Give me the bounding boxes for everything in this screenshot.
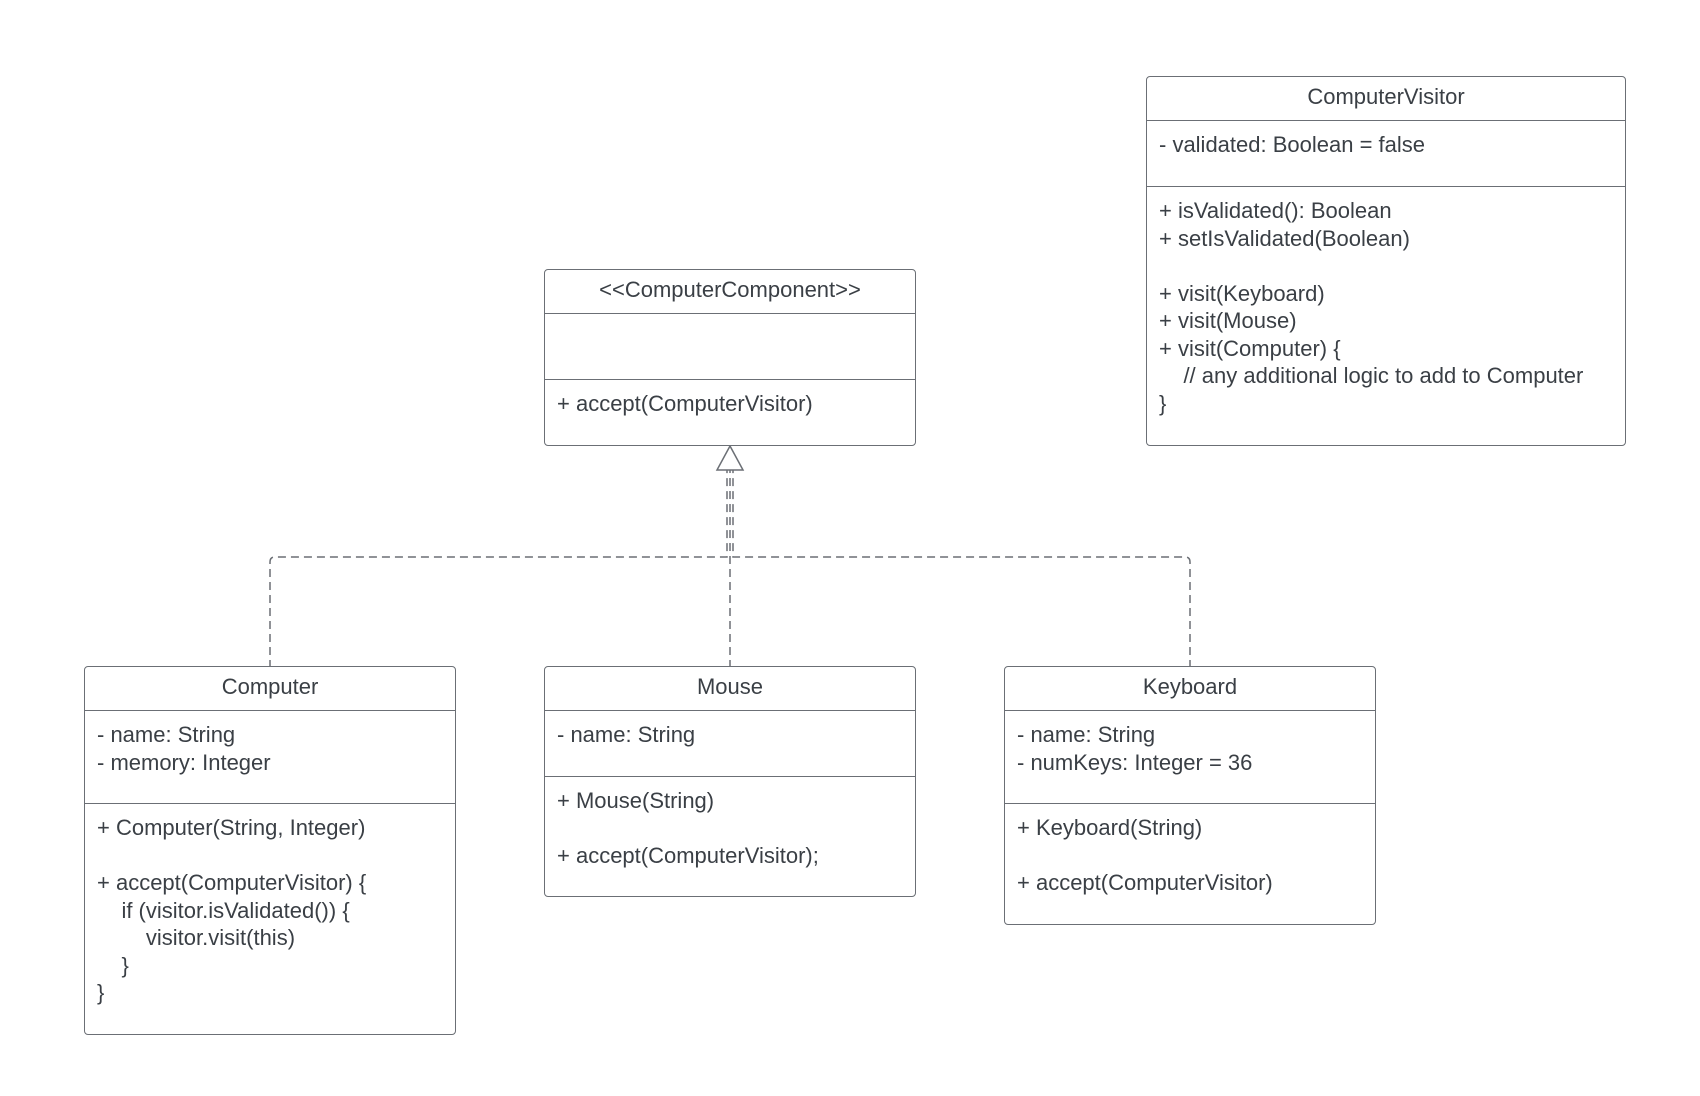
member-line: + isValidated(): Boolean [1159,198,1392,223]
operations-section: + Mouse(String) + accept(ComputerVisitor)… [545,777,915,870]
member-line: + Mouse(String) [557,788,715,813]
operations-section: + Keyboard(String) + accept(ComputerVisit… [1005,804,1375,897]
class-mouse[interactable]: Mouse - name: String + Mouse(String) + ac… [544,666,916,897]
class-keyboard[interactable]: Keyboard - name: String- numKeys: Intege… [1004,666,1376,925]
operations-section: + accept(ComputerVisitor) [545,380,915,418]
member-line [557,815,903,843]
operations-section: + Computer(String, Integer) + accept(Comp… [85,804,455,1007]
class-name: Mouse [545,667,915,711]
member-line: + accept(ComputerVisitor) { [97,870,367,895]
attributes-section: - validated: Boolean = false [1147,121,1625,187]
member-line [1159,252,1613,280]
member-line [1017,842,1363,870]
attributes-section: - name: String [545,711,915,777]
member-line: - validated: Boolean = false [1159,132,1426,157]
class-name: Computer [85,667,455,711]
member-line: - name: String [97,722,236,747]
member-line: + visit(Mouse) [1159,308,1297,333]
member-line: } [1159,390,1167,416]
class-computer-component[interactable]: <<ComputerComponent>> + accept(ComputerV… [544,269,916,446]
member-line: - numKeys: Integer = 36 [1017,749,1253,775]
attributes-section [545,314,915,380]
member-line: + setIsValidated(Boolean) [1159,225,1410,251]
realization-arrowhead [715,444,745,471]
class-computer[interactable]: Computer - name: String- memory: Integer… [84,666,456,1035]
computer-realization-line [269,468,728,668]
member-line: + accept(ComputerVisitor); [557,843,819,868]
class-name: ComputerVisitor [1147,77,1625,121]
member-line: + Keyboard(String) [1017,815,1203,840]
member-line: if (visitor.isValidated()) { [97,897,350,923]
member-line: visitor.visit(this) [97,925,296,950]
member-line: - name: String [557,722,696,747]
member-line: - name: String [1017,722,1156,747]
member-line: // any additional logic to add to Comput… [1159,363,1584,388]
class-name: Keyboard [1005,667,1375,711]
member-line: } [97,980,105,1005]
keyboard-realization-line [732,468,1191,668]
operations-section: + isValidated(): Boolean+ setIsValidated… [1147,187,1625,417]
attributes-section: - name: String- memory: Integer [85,711,455,804]
attributes-section: - name: String- numKeys: Integer = 36 [1005,711,1375,804]
class-computer-visitor[interactable]: ComputerVisitor - validated: Boolean = f… [1146,76,1626,446]
member-line: - memory: Integer [97,749,271,775]
class-name: <<ComputerComponent>> [545,270,915,314]
member-line: + Computer(String, Integer) [97,815,366,840]
member-line: } [97,952,129,978]
member-line: + accept(ComputerVisitor) [557,391,813,416]
member-line [97,842,443,870]
member-line: + visit(Keyboard) [1159,280,1325,306]
member-line: + accept(ComputerVisitor) [1017,870,1273,895]
member-line: + visit(Computer) { [1159,335,1341,361]
